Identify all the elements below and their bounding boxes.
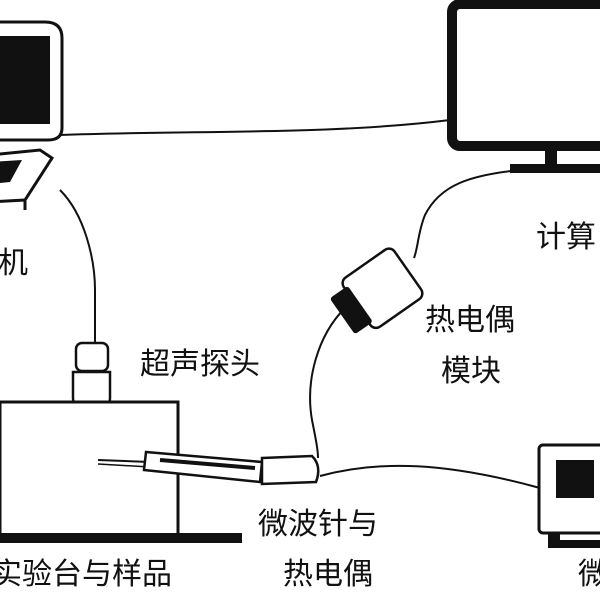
thermocouple-wire (97, 463, 151, 468)
ultrasound-monitor-screen (0, 36, 50, 124)
cable-module-to-needle (309, 307, 346, 459)
ultrasound-probe (71, 341, 112, 409)
cables (59, 119, 541, 489)
ultrasound-machine (0, 20, 64, 210)
microwave-unit-screen (556, 460, 594, 498)
thermocouple-module-connector (330, 286, 372, 334)
computer-monitor-base (510, 164, 600, 173)
label-ultrasound-probe: 超声探头 (140, 347, 260, 382)
label-microwave-needle-line2: 热电偶 (283, 557, 373, 592)
computer-monitor-frame (447, 0, 600, 151)
cable-computer-to-thermocouple-module (413, 169, 521, 259)
thermocouple-module (330, 247, 424, 334)
needle-tip (97, 459, 151, 463)
microwave-needle (97, 450, 320, 486)
microwave-unit (537, 443, 600, 548)
label-microwave-unit: 微 (578, 557, 600, 592)
label-ultrasound-machine: 机 (0, 246, 28, 281)
test-bench (0, 400, 242, 543)
label-computer: 计算 (536, 220, 596, 255)
cable-needle-to-microwave (319, 464, 541, 489)
label-test-bench: 实验台与样品 (0, 557, 172, 592)
bench-platform (0, 533, 242, 543)
microwave-unit-base (548, 533, 600, 548)
needle-shaft-stripe (159, 458, 256, 470)
sample-block (0, 400, 180, 537)
computer-monitor (447, 0, 600, 173)
cable-ultrasound-to-computer (59, 119, 451, 136)
label-microwave-needle-line1: 微波针与 (258, 507, 378, 542)
label-thermocouple-module-line1: 热电偶 (425, 303, 515, 338)
cable-ultrasound-to-probe (59, 189, 96, 345)
ultrasound-probe-handle (74, 341, 110, 373)
computer-monitor-stand (545, 148, 557, 166)
ultrasound-keypad (0, 160, 22, 183)
label-thermocouple-module-line2: 模块 (441, 354, 501, 389)
needle-handle (260, 454, 320, 486)
